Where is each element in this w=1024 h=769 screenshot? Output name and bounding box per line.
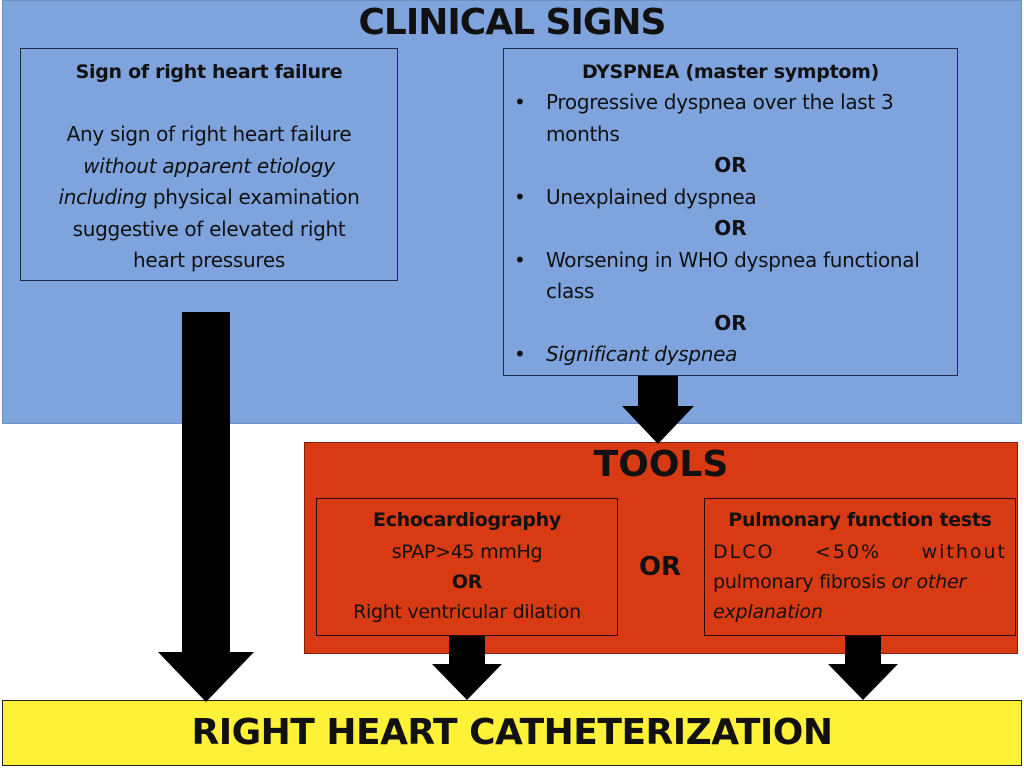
echo-rv-dilation-text: Right ventricular dilation	[353, 601, 581, 623]
dyspnea-title: DYSPNEA (master symptom)	[581, 61, 880, 83]
pft-line-2-italic: or other	[891, 571, 967, 593]
rh-line-4: suggestive of elevated right	[72, 216, 346, 241]
dyspnea-item-progressive-text: Progressive dyspnea over the last 3 mont…	[546, 90, 894, 146]
right-heart-failure-box: Sign of right heart failure Any sign of …	[20, 48, 398, 281]
echo-or-text: OR	[451, 571, 483, 593]
echo-spap-text: sPAP>45 mmHg	[391, 541, 543, 563]
right-heart-catheterization-bar	[2, 700, 1022, 766]
arrow-down-icon	[622, 376, 694, 444]
dyspnea-item-worsening: • Worsening in WHO dyspnea functional cl…	[504, 245, 957, 308]
dyspnea-item-unexplained: • Unexplained dyspnea	[504, 182, 957, 214]
arrow-down-icon	[432, 636, 502, 700]
tools-or-label: OR	[638, 552, 682, 582]
right-heart-failure-description: Any sign of right heart failure without …	[31, 119, 387, 277]
pft-dlco-text: DLCO <50% without	[713, 541, 1007, 563]
right-heart-catheterization-label: RIGHT HEART CATHETERIZATION	[191, 712, 833, 753]
pft-line-2-plain: pulmonary fibrosis	[713, 571, 892, 593]
pft-line-2: pulmonary fibrosis or other	[713, 571, 1007, 593]
rh-line-1: Any sign of right heart failure	[66, 122, 352, 146]
dyspnea-item-progressive: • Progressive dyspnea over the last 3 mo…	[504, 87, 957, 150]
dyspnea-box: DYSPNEA (master symptom) • Progressive d…	[503, 48, 958, 376]
clinical-signs-title: CLINICAL SIGNS	[358, 2, 667, 43]
pft-line-3-italic: explanation	[713, 601, 823, 623]
right-heart-failure-title: Sign of right heart failure	[75, 61, 343, 83]
pft-title: Pulmonary function tests	[728, 509, 992, 531]
rh-line-3-italic: including	[58, 185, 147, 209]
bullet-icon: •	[514, 90, 526, 114]
dyspnea-item-unexplained-text: Unexplained dyspnea	[546, 184, 757, 209]
arrow-down-icon	[158, 312, 254, 702]
rh-line-2-italic: without apparent etiology	[83, 153, 335, 178]
pulmonary-function-tests-box: Pulmonary function tests DLCO <50% witho…	[704, 498, 1016, 636]
echocardiography-title: Echocardiography	[373, 509, 561, 531]
bullet-icon: •	[514, 342, 526, 366]
dyspnea-or-1: OR	[714, 153, 747, 177]
tools-title: TOOLS	[593, 444, 729, 485]
dyspnea-or-2: OR	[714, 216, 747, 240]
rh-line-2: without apparent etiology	[31, 151, 387, 183]
rh-line-3: including physical examination	[31, 182, 387, 214]
bullet-icon: •	[514, 184, 526, 209]
echocardiography-box: Echocardiography sPAP>45 mmHg OR Right v…	[316, 498, 618, 636]
dyspnea-item-worsening-text: Worsening in WHO dyspnea functional clas…	[546, 247, 920, 304]
dyspnea-item-significant-text: Significant dyspnea	[546, 342, 738, 366]
dyspnea-item-significant: • Significant dyspnea	[504, 339, 957, 371]
dyspnea-list: • Progressive dyspnea over the last 3 mo…	[504, 87, 957, 371]
arrow-down-icon	[828, 636, 898, 700]
rh-line-5: heart pressures	[133, 248, 285, 272]
dyspnea-or-3: OR	[714, 310, 747, 335]
pft-line-3: explanation	[713, 601, 1007, 623]
rh-line-3-rest: physical examination	[146, 185, 360, 209]
bullet-icon: •	[514, 247, 526, 272]
